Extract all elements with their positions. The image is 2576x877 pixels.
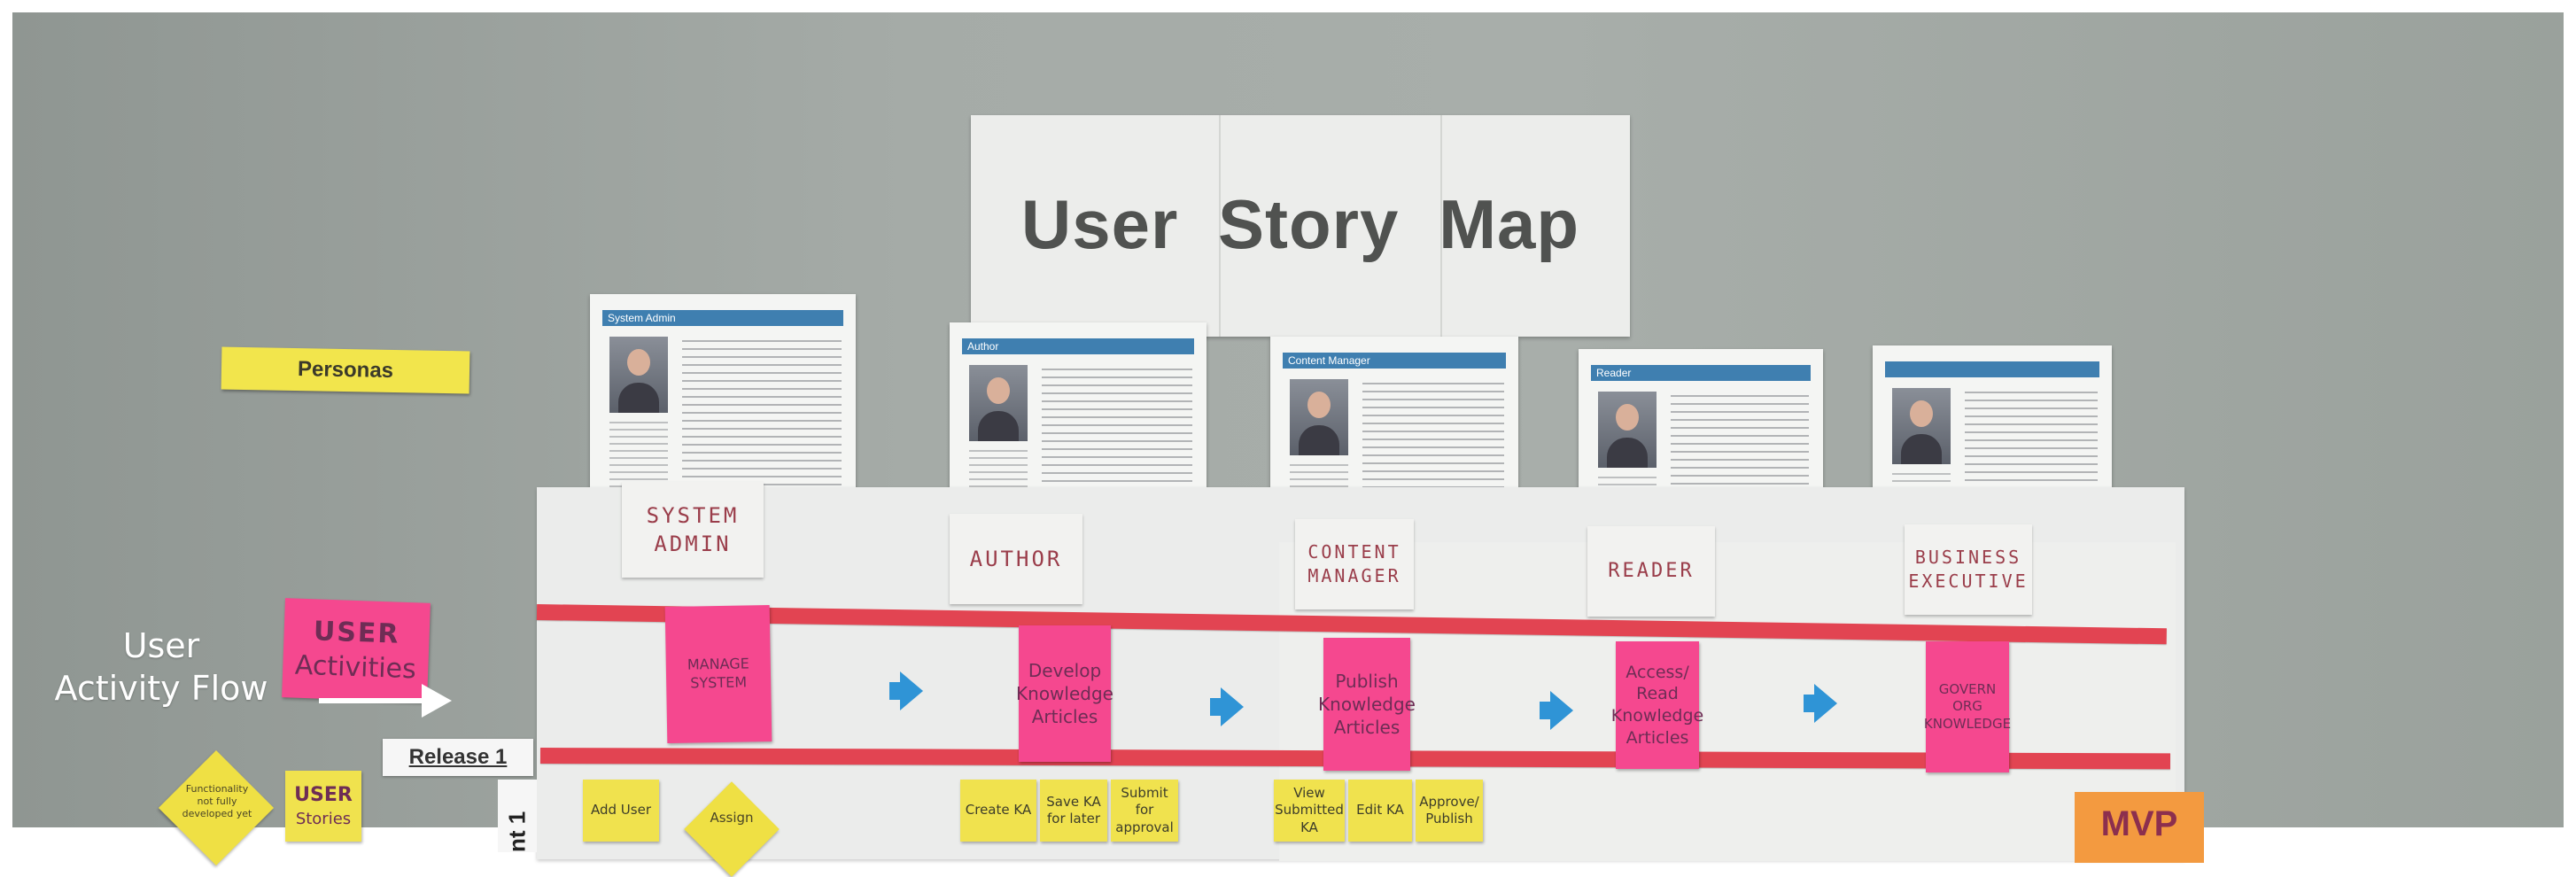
title-sheet: User Story Map: [971, 115, 1630, 337]
role-line: BUSINESS: [1914, 547, 2022, 568]
persona-card-system-admin: System Admin: [590, 294, 856, 516]
paper-fold: [1219, 115, 1221, 337]
story-sticky: Edit KA: [1348, 780, 1412, 842]
role-line: AUTHOR: [969, 546, 1063, 571]
activity-sticky: Access/ Read Knowledge Articles: [1611, 641, 1703, 769]
release-vertical-label: nt 1: [498, 780, 537, 852]
story-sticky: View Submitted KA: [1274, 780, 1345, 842]
activity-sticky: MANAGE SYSTEM: [664, 604, 772, 744]
role-card-author: AUTHOR: [950, 514, 1082, 604]
role-card-system-admin: SYSTEM ADMIN: [622, 482, 764, 578]
story-sticky: Save KA for later: [1040, 780, 1107, 842]
flow-arrow-icon: [889, 671, 923, 710]
story-sticky: Add User: [583, 780, 659, 842]
persona-photo: [1598, 392, 1657, 468]
persona-photo: [969, 365, 1028, 441]
flow-arrow-icon: [1804, 684, 1837, 723]
flow-arrow-icon: [1540, 691, 1573, 730]
persona-photo: [1290, 379, 1348, 455]
role-line: MANAGER: [1307, 565, 1401, 586]
role-line: READER: [1608, 560, 1695, 583]
flow-label-line: Activity Flow: [54, 668, 268, 708]
role-card-reader: READER: [1587, 526, 1715, 617]
activity-sticky: Publish Knowledge Articles: [1318, 638, 1416, 771]
release-label: Release 1: [383, 739, 533, 776]
activity-sticky: Develop Knowledge Articles: [1016, 625, 1113, 762]
persona-photo: [1892, 388, 1951, 464]
flow-arrow-icon: [1210, 687, 1244, 726]
legend-line: Stories: [295, 809, 352, 828]
paper-fold: [1440, 115, 1442, 337]
activity-sticky: GOVERN ORG KNOWLEDGE: [1924, 641, 2011, 772]
story-sticky: Submit for approval: [1111, 780, 1178, 842]
flow-arrow-head-icon: [422, 684, 452, 718]
flow-label-line: User: [122, 626, 200, 665]
user-activity-flow-label: User Activity Flow: [37, 625, 285, 710]
legend-user-stories: USER Stories: [285, 771, 361, 842]
legend-diamond-text: Functionality not fully developed yet: [182, 783, 252, 819]
legend-line: USER: [294, 784, 353, 806]
story-sticky: Approve/ Publish: [1416, 780, 1483, 842]
persona-header: Reader: [1591, 365, 1811, 381]
page-title: User Story Map: [1020, 185, 1580, 263]
role-line: SYSTEM: [646, 502, 740, 528]
role-line: ADMIN: [654, 532, 732, 556]
persona-details: [682, 340, 842, 498]
wall-photo: User Story Map Personas System Admin Aut…: [12, 12, 2564, 877]
legend-user-activities: USER Activities: [282, 598, 431, 702]
flow-arrow-shaft: [319, 698, 427, 703]
persona-header: Author: [962, 338, 1194, 354]
story-diamond-text: Assign: [710, 810, 754, 826]
mvp-label: MVP: [2075, 792, 2204, 863]
legend-line: Activities: [294, 649, 417, 686]
role-line: CONTENT: [1307, 541, 1401, 563]
persona-header: System Admin: [602, 310, 843, 326]
story-sticky: Create KA: [960, 780, 1036, 842]
persona-photo: [609, 337, 668, 413]
role-line: EXECUTIVE: [1908, 570, 2029, 592]
personas-label: Personas: [221, 346, 470, 394]
persona-header: Content Manager: [1283, 353, 1506, 369]
legend-line: USER: [313, 616, 401, 650]
persona-header: [1885, 361, 2099, 377]
